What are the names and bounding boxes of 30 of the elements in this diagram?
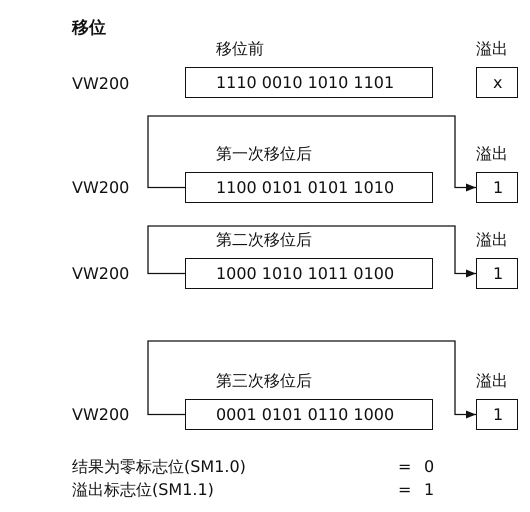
- register-heading: 移位前: [216, 39, 264, 59]
- register-box: 0001 0101 0110 1000: [185, 399, 433, 430]
- flag-value: 0: [424, 457, 434, 477]
- diagram-title: 移位: [72, 18, 106, 38]
- overflow-box: x: [476, 67, 518, 98]
- overflow-box: 1: [476, 258, 518, 289]
- overflow-box: 1: [476, 172, 518, 203]
- arrow: [147, 340, 476, 418]
- register-heading: 第二次移位后: [216, 230, 312, 250]
- flag-value: 1: [424, 480, 434, 500]
- register-box: 1100 0101 0101 1010: [185, 172, 433, 203]
- flag-name: 结果为零标志位(SM1.0): [72, 457, 246, 477]
- overflow-heading: 溢出: [476, 144, 508, 164]
- equals-sign: =: [398, 457, 412, 477]
- overflow-heading: 溢出: [476, 230, 508, 250]
- flag-name: 溢出标志位(SM1.1): [72, 480, 214, 500]
- overflow-heading: 溢出: [476, 39, 508, 59]
- overflow-box: 1: [476, 399, 518, 430]
- register-name: VW200: [72, 74, 130, 94]
- register-heading: 第三次移位后: [216, 371, 312, 391]
- register-heading: 第一次移位后: [216, 144, 312, 164]
- register-box: 1110 0010 1010 1101: [185, 67, 433, 98]
- equals-sign: =: [398, 480, 412, 500]
- register-name: VW200: [72, 264, 130, 284]
- register-name: VW200: [72, 405, 130, 425]
- register-box: 1000 1010 1011 0100: [185, 258, 433, 289]
- arrow: [147, 115, 476, 192]
- register-name: VW200: [72, 178, 130, 198]
- arrow: [147, 225, 476, 278]
- overflow-heading: 溢出: [476, 371, 508, 391]
